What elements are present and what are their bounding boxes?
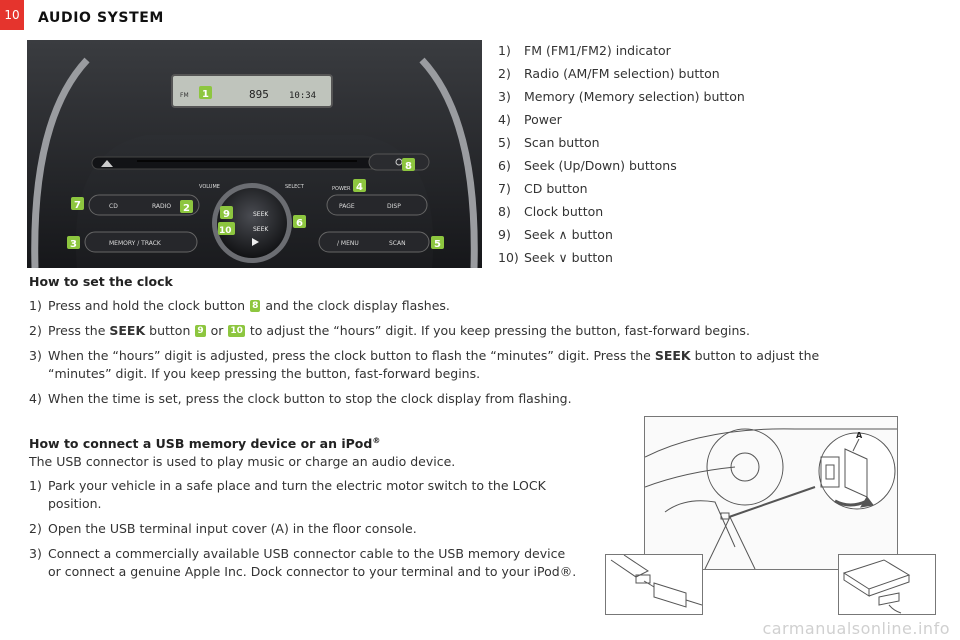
radio-label: RADIO	[152, 203, 171, 210]
label-a: A	[856, 431, 863, 440]
callout-1: 1	[202, 89, 209, 100]
clock-step-4: 4) When the time is set, press the clock…	[29, 391, 572, 406]
usb-step-3: 3) Connect a commercially available USB …	[29, 546, 577, 580]
callout-3: 3	[70, 239, 77, 250]
page-title: AUDIO SYSTEM	[38, 10, 164, 26]
callout-10: 10	[219, 226, 232, 236]
callout-7: 7	[74, 200, 81, 211]
page-disp-button[interactable]	[326, 194, 428, 216]
display-fm: FM	[180, 92, 189, 99]
legend-item: 8)Clock button	[498, 204, 604, 219]
usb-location-diagram: A	[644, 416, 898, 570]
clock-step-3: 3) When the “hours” digit is adjusted, p…	[29, 348, 820, 381]
seek-down-label: SEEK	[253, 226, 269, 233]
volume-label: VOLUME	[199, 184, 220, 190]
select-label: SELECT	[285, 184, 305, 190]
menu-label: / MENU	[337, 240, 359, 247]
clock-section: How to set the clock 1) Press and hold t…	[29, 273, 929, 415]
legend-item: 1)FM (FM1/FM2) indicator	[498, 43, 671, 58]
page-number: 10	[0, 0, 24, 30]
usb-heading: How to connect a USB memory device or an…	[29, 436, 381, 452]
ipod-connector-inset	[838, 554, 936, 615]
seek-up-badge: 9	[195, 325, 206, 337]
menu-scan-button[interactable]	[318, 231, 430, 253]
display-frequency: 895	[249, 88, 269, 101]
clock-steps: 1) Press and hold the clock button 8 and…	[29, 297, 929, 408]
legend-item: 2)Radio (AM/FM selection) button	[498, 66, 720, 81]
clock-button-badge: 8	[250, 300, 261, 312]
legend-item: 4)Power	[498, 112, 562, 127]
callout-8: 8	[405, 161, 412, 172]
cd-radio-button[interactable]	[88, 194, 200, 216]
legend-item: 7)CD button	[498, 181, 588, 196]
disp-label: DISP	[387, 203, 401, 210]
display-clock: 10:34	[289, 91, 316, 101]
usb-section: How to connect a USB memory device or an…	[29, 432, 619, 588]
watermark: carmanualsonline.info	[762, 619, 950, 638]
power-label: POWER	[332, 186, 351, 192]
callout-9: 9	[223, 209, 230, 220]
callout-6: 6	[296, 218, 303, 229]
usb-connector-inset	[605, 554, 703, 615]
clock-step-2: 2) Press the SEEK button 9 or 10 to adju…	[29, 323, 750, 338]
cd-label: CD	[109, 203, 118, 210]
legend-item: 6)Seek (Up/Down) buttons	[498, 158, 677, 173]
usb-steps: 1) Park your vehicle in a safe place and…	[29, 477, 619, 581]
usb-step-1: 1) Park your vehicle in a safe place and…	[29, 478, 546, 512]
memory-track-button[interactable]	[84, 231, 198, 253]
callout-2: 2	[183, 203, 190, 214]
seek-down-badge: 10	[228, 325, 245, 337]
legend-item: 3)Memory (Memory selection) button	[498, 89, 745, 104]
button-legend: 1)FM (FM1/FM2) indicator 2)Radio (AM/FM …	[498, 42, 745, 272]
seek-up-label: SEEK	[253, 211, 269, 218]
memory-track-label: MEMORY / TRACK	[109, 240, 162, 247]
legend-item: 9)Seek ∧ button	[498, 227, 613, 242]
usb-step-2: 2) Open the USB terminal input cover (A)…	[29, 521, 417, 537]
callout-4: 4	[356, 182, 363, 193]
volume-knob[interactable]	[217, 188, 287, 258]
audio-unit-photo: FM 895 10:34 VOLUME SELECT POWER CD RADI…	[27, 40, 482, 268]
clock-heading: How to set the clock	[29, 274, 173, 289]
clock-step-1: 1) Press and hold the clock button 8 and…	[29, 298, 450, 313]
callout-5: 5	[434, 239, 441, 250]
usb-intro: The USB connector is used to play music …	[29, 454, 456, 470]
legend-item: 5)Scan button	[498, 135, 600, 150]
page-label: PAGE	[339, 203, 355, 210]
legend-item: 10)Seek ∨ button	[498, 250, 613, 265]
scan-label: SCAN	[389, 240, 406, 247]
